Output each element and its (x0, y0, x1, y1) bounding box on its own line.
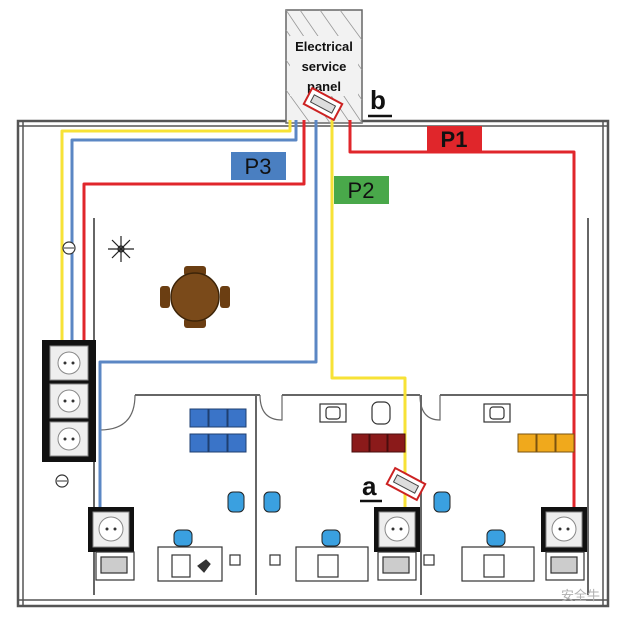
desk-group-red (351, 433, 406, 453)
workstation-room-2 (269, 546, 435, 582)
workstation-room-3 (461, 546, 585, 582)
circuit-label-p2-text: P2 (348, 178, 375, 203)
workstation-room-1 (95, 546, 241, 582)
watermark-text: 安全牛 (561, 588, 600, 604)
sink-icon (319, 401, 511, 425)
circuit-label-p3-text: P3 (245, 154, 272, 179)
outlet-column-left (42, 340, 96, 462)
outlet-icon (49, 421, 89, 457)
breaker-a-icon (385, 466, 427, 502)
circuit-label-p2: P2 (334, 176, 389, 204)
outlet-room-1 (88, 507, 134, 552)
outlet-room-3 (541, 507, 587, 552)
plant-icon (108, 236, 134, 262)
light-fixture-icon (55, 474, 69, 488)
watermark-logo: 安全牛 (561, 588, 600, 604)
point-b: b (302, 85, 392, 122)
wire-red-left (82, 120, 306, 345)
panel-label-line1: Electrical (295, 39, 353, 54)
chair-icon (173, 491, 506, 547)
circuit-label-p1: P1 (427, 126, 482, 152)
panel-label-line2: service (302, 59, 347, 74)
breaker-b-icon (302, 86, 344, 122)
wires (60, 120, 576, 508)
circuit-label-p1-text: P1 (441, 127, 468, 152)
desk-group-blue (189, 408, 247, 453)
wire-blue-room (98, 120, 318, 508)
outlet-room-2 (374, 507, 420, 552)
light-fixture-icon (62, 241, 76, 255)
interior-walls (93, 218, 589, 595)
point-a: a (360, 466, 427, 503)
round-table-icon (160, 266, 230, 328)
point-b-label: b (370, 85, 386, 115)
circuit-label-p3: P3 (231, 152, 286, 180)
outlet-icon (49, 345, 89, 381)
wire-yellow-left (60, 120, 292, 345)
outlet-icon (49, 383, 89, 419)
point-a-label: a (362, 471, 377, 501)
desk-group-yellow (517, 433, 575, 453)
